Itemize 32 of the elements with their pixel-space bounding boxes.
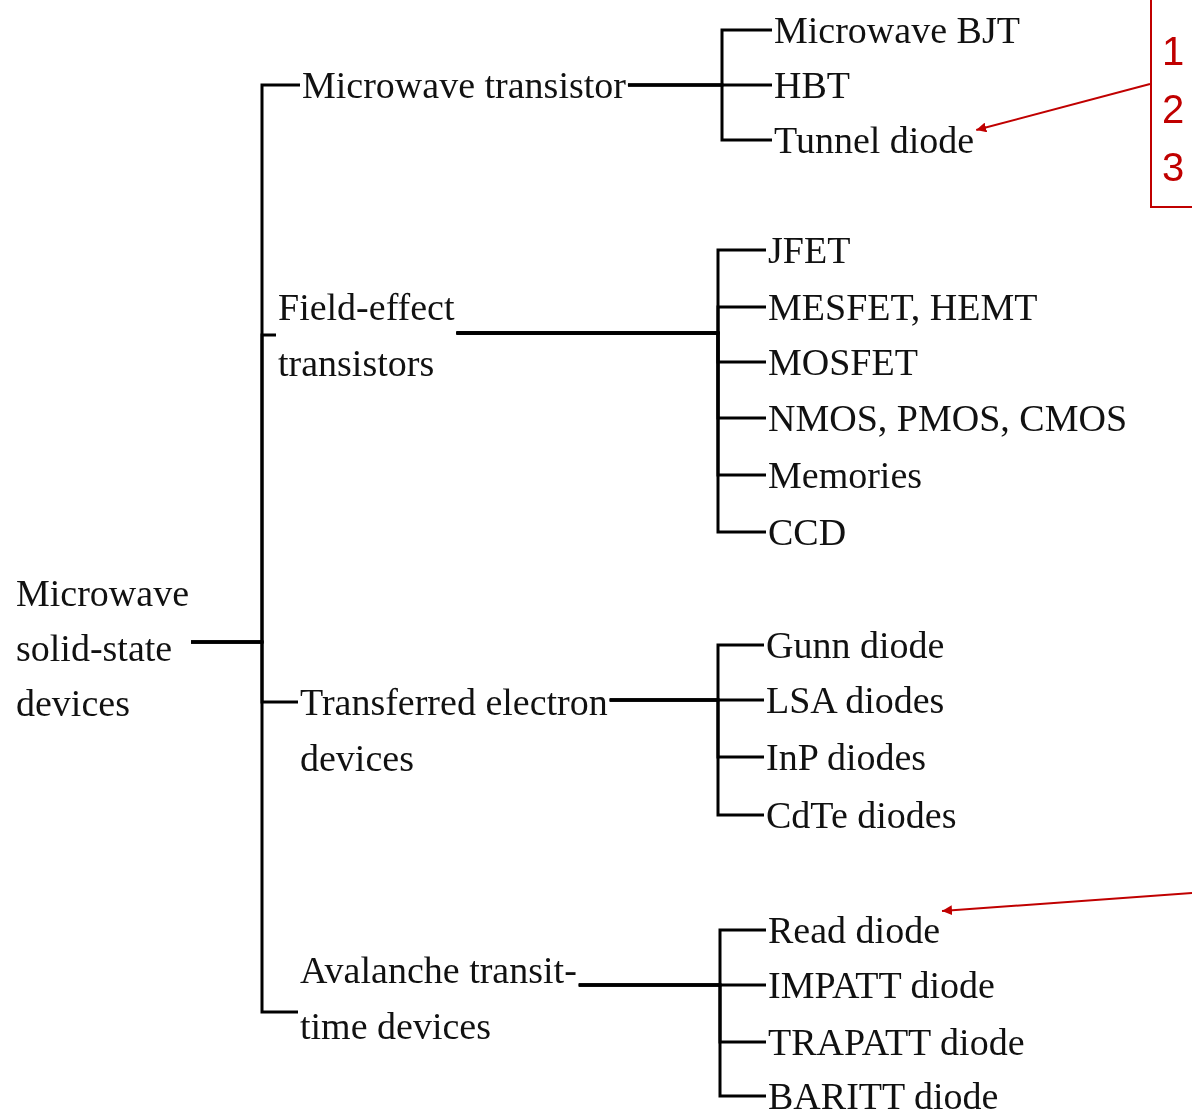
device-label: Read diode [768,909,940,951]
device-label: JFET [768,228,851,272]
device-label: MOSFET [768,340,918,384]
device-label: TRAPATT diode [768,1021,1025,1063]
device-label: Tunnel diode [774,118,975,162]
device-label: Microwave solid-state devices [16,571,191,726]
callout-number: 2 [1162,86,1185,133]
device-label: BARITT diode [768,1075,999,1117]
device-label: Gunn diode [766,623,945,667]
device-label: Field-effect transistors [278,285,456,386]
device-label: NMOS, PMOS, CMOS [768,396,1127,440]
device-label: Avalanche transit-time devices [300,948,578,1049]
callout-number: 1 [1162,28,1185,75]
device-label: MESFET, HEMT [768,285,1038,329]
tree-connector [578,983,766,1098]
tree-connector [456,331,766,534]
device-label: Microwave BJT [774,8,1020,52]
device-label: Transferred electron devices [300,680,609,781]
device-label: IMPATT diode [768,964,995,1006]
device-label: LSA diodes [766,678,945,722]
device-label: CdTe diodes [766,793,957,837]
tree-connector [191,640,298,1014]
device-label: CCD [768,510,847,554]
arrow [941,892,1192,916]
callout-number: 3 [1162,144,1185,191]
tree-connector [627,83,772,142]
device-label: InP diodes [766,735,927,779]
tree-connector [609,698,764,817]
arrow [975,83,1151,133]
device-label: Memories [768,453,923,497]
device-label: HBT [774,63,850,107]
device-label: Microwave transistor [302,63,626,108]
